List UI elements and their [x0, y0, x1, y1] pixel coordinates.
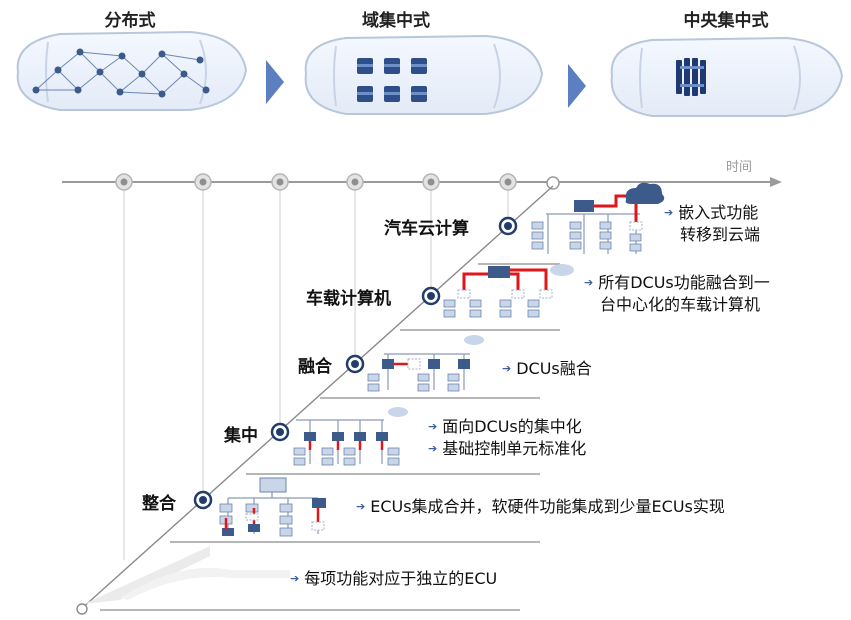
base-wedge-shadow — [120, 567, 290, 600]
diagram-cloud-computing — [531, 182, 665, 254]
arrow-right-icon — [266, 60, 284, 104]
stage-markers — [193, 216, 518, 510]
bullet-arrow-icon: ➔ — [428, 442, 438, 455]
stage-shelves — [100, 263, 560, 611]
diagram-integration — [219, 477, 326, 537]
base-wedge — [84, 546, 210, 604]
cloud-icon — [388, 407, 408, 417]
stage-description-independent-ecu: ➔每项功能对应于独立的ECU — [290, 568, 497, 590]
description-line: ➔所有DCUs功能融合到一 — [584, 273, 770, 292]
era-title-domain: 域集中式 — [362, 11, 430, 31]
timeline-marker — [346, 173, 364, 191]
description-line: ➔基础控制单元标准化 — [428, 439, 587, 458]
bullet-arrow-icon: ➔ — [584, 276, 594, 289]
cloud-icon — [625, 182, 665, 204]
arrow-right-icon — [568, 64, 586, 108]
cloud-icon — [464, 335, 484, 345]
stage-marker — [270, 422, 290, 442]
car-central-icon — [610, 36, 844, 117]
description-line: ➔DCUs融合 — [502, 359, 592, 378]
timeline-marker — [194, 173, 212, 191]
timeline-marker — [271, 173, 289, 191]
bullet-arrow-icon: ➔ — [664, 206, 674, 219]
stage-marker — [498, 216, 518, 236]
timeline-drop-lines — [123, 190, 509, 560]
description-line: ➔面向DCUs的集中化 — [428, 417, 582, 436]
timeline-marker — [422, 173, 440, 191]
stage-label-cloud-computing: 汽车云计算 — [384, 219, 469, 239]
bullet-arrow-icon: ➔ — [502, 362, 512, 375]
era-title-central: 中央集中式 — [683, 11, 769, 31]
progression-line — [79, 185, 554, 611]
description-line: 转移到云端 — [680, 225, 761, 244]
stage-description-cloud-computing: ➔嵌入式功能 转移到云端 — [664, 202, 760, 246]
diagram-vehicle-computer — [443, 264, 574, 318]
era-illustrations — [16, 30, 844, 117]
stage-label-fusion: 融合 — [298, 357, 332, 377]
bullet-arrow-icon: ➔ — [290, 572, 300, 585]
stage-description-integration: ➔ECUs集成合并，软硬件功能集成到少量ECUs实现 — [356, 496, 725, 518]
timeline-markers — [115, 173, 560, 191]
stage-label-integration: 整合 — [142, 494, 176, 514]
time-axis-label: 时间 — [726, 160, 753, 175]
timeline-marker — [115, 173, 133, 191]
car-distributed-icon — [16, 30, 248, 111]
timeline-marker-open — [546, 176, 560, 190]
progression-start-marker — [76, 603, 88, 615]
description-line: ➔嵌入式功能 — [664, 203, 759, 222]
stage-marker — [421, 286, 441, 306]
stage-marker — [345, 354, 365, 374]
stage-label-vehicle-computer: 车载计算机 — [306, 289, 391, 309]
diagram-fusion — [367, 335, 484, 392]
description-line: ➔ECUs集成合并，软硬件功能集成到少量ECUs实现 — [356, 497, 725, 516]
time-axis-arrow-icon — [770, 177, 782, 187]
timeline-marker — [499, 173, 517, 191]
cloud-icon — [550, 264, 574, 276]
stage-description-fusion: ➔DCUs融合 — [502, 358, 592, 380]
diagram-centralization — [293, 407, 408, 466]
era-title-distributed: 分布式 — [104, 11, 156, 31]
stage-description-vehicle-computer: ➔所有DCUs功能融合到一 台中心化的车载计算机 — [584, 272, 770, 316]
bullet-arrow-icon: ➔ — [428, 420, 438, 433]
stage-marker — [193, 490, 213, 510]
description-line: ➔每项功能对应于独立的ECU — [290, 569, 498, 588]
car-domain-icon — [304, 34, 544, 115]
description-line: 台中心化的车载计算机 — [600, 295, 761, 314]
stage-description-centralization: ➔面向DCUs的集中化 ➔基础控制单元标准化 — [428, 416, 586, 460]
stage-label-centralization: 集中 — [224, 426, 258, 446]
bullet-arrow-icon: ➔ — [356, 500, 366, 513]
